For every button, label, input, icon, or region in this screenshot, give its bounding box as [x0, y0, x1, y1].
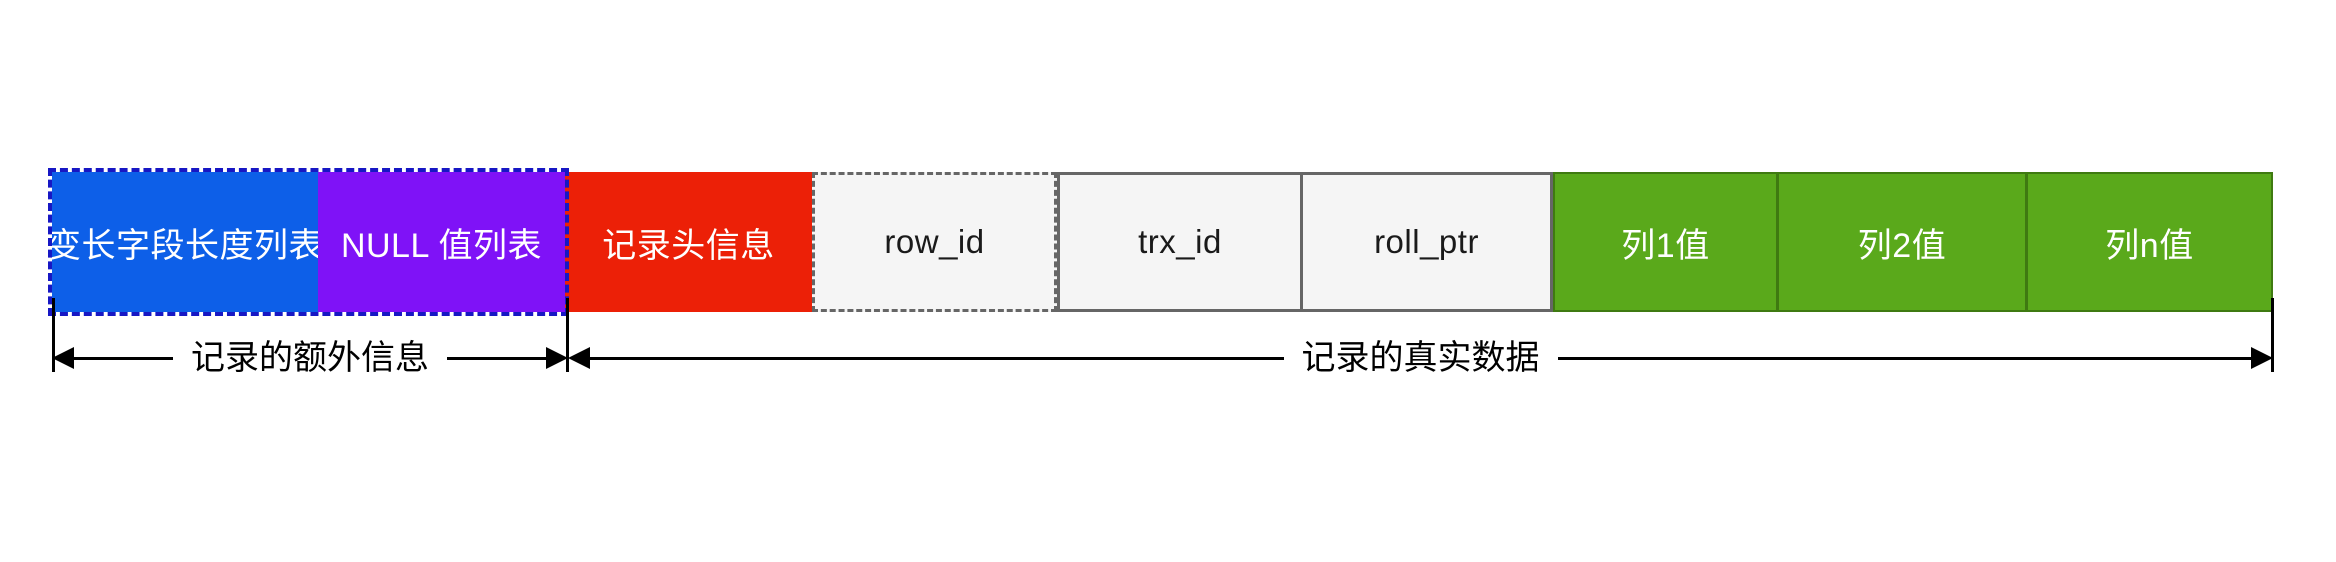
tick-middle — [566, 298, 569, 372]
cell-label: roll_ptr — [1374, 223, 1479, 260]
tick-left — [52, 298, 55, 372]
cell-record-header: 记录头信息 — [565, 172, 812, 312]
cell-column-1-value: 列1值 — [1553, 172, 1778, 312]
measure-line — [74, 356, 173, 360]
cell-row-id: row_id — [812, 172, 1057, 312]
cell-column-n-value: 列n值 — [2027, 172, 2273, 312]
cell-var-length-field-list: 变长字段长度列表 — [47, 172, 323, 312]
cell-label: 列2值 — [1857, 226, 1947, 265]
cell-label: 列n值 — [2105, 226, 2194, 265]
cell-label: 记录头信息 — [602, 226, 775, 265]
cell-label: 列1值 — [1621, 226, 1710, 265]
record-row: 变长字段长度列表 NULL 值列表 记录头信息 row_id trx_id ro… — [47, 172, 2273, 312]
cell-column-2-value: 列2值 — [1778, 172, 2027, 312]
cell-label: row_id — [884, 223, 985, 260]
arrow-left-icon — [52, 347, 74, 369]
arrow-left-icon — [568, 347, 590, 369]
cell-label: 变长字段长度列表 — [47, 226, 323, 265]
arrow-right-icon — [2251, 347, 2273, 369]
measure-real-data: 记录的真实数据 — [568, 336, 2273, 380]
measure-line — [590, 356, 1284, 360]
measure-extra-info: 记录的额外信息 — [52, 336, 568, 380]
cell-trx-id: trx_id — [1057, 172, 1303, 312]
cell-label: NULL 值列表 — [340, 226, 543, 265]
measure-label: 记录的额外信息 — [191, 339, 429, 377]
measure-line — [447, 356, 546, 360]
cell-roll-ptr: roll_ptr — [1303, 172, 1553, 312]
measure-label: 记录的真实数据 — [1301, 339, 1540, 377]
measure-line — [1557, 356, 2251, 360]
tick-right — [2271, 298, 2274, 372]
arrow-right-icon — [546, 347, 568, 369]
cell-label: trx_id — [1138, 223, 1222, 260]
cell-null-value-list: NULL 值列表 — [318, 172, 565, 312]
